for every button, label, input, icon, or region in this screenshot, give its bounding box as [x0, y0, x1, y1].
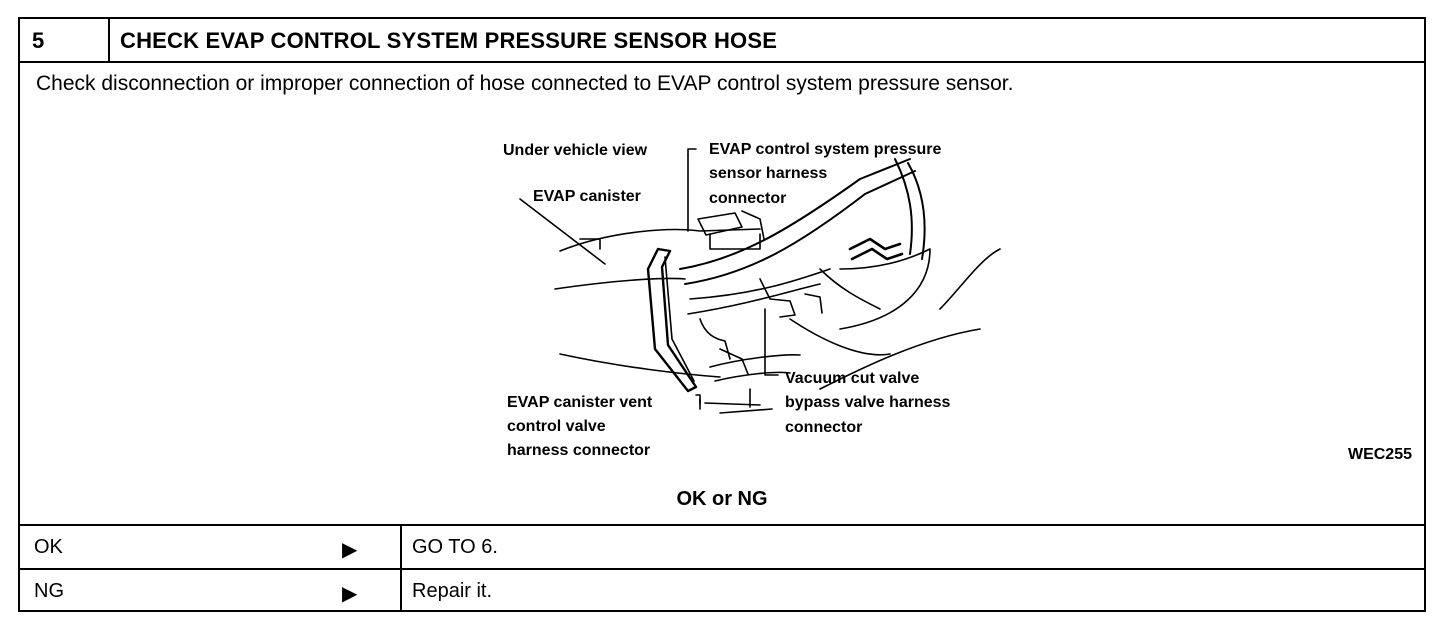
label-vent-line3: harness connector: [507, 442, 651, 459]
step-number: 5: [32, 28, 45, 53]
component-diagram: Under vehicle view EVAP control system p…: [460, 119, 1020, 469]
inspection-step-box: 5 CHECK EVAP CONTROL SYSTEM PRESSURE SEN…: [18, 17, 1426, 612]
instruction-text: Check disconnection or improper connecti…: [36, 72, 1014, 95]
arrow-right-icon: ▶: [342, 583, 358, 605]
result-condition: OK: [34, 536, 63, 558]
label-sensor-line3: connector: [709, 190, 787, 207]
result-action: Repair it.: [412, 580, 493, 602]
result-condition: NG: [34, 580, 64, 602]
result-action: GO TO 6.: [412, 536, 498, 558]
result-row-ng: NG ▶ Repair it.: [20, 568, 1424, 612]
evap-system-line-drawing: [519, 148, 1001, 414]
result-heading: OK or NG: [676, 488, 768, 510]
label-evap-canister: EVAP canister: [533, 188, 641, 205]
label-vacuum-line2: bypass valve harness: [785, 394, 951, 411]
label-vacuum-line3: connector: [785, 419, 863, 436]
arrow-right-icon: ▶: [342, 539, 358, 561]
label-sensor-line1: EVAP control system pressure: [709, 141, 942, 158]
label-vent-line2: control valve: [507, 418, 606, 435]
result-row-ok: OK ▶ GO TO 6.: [20, 524, 1424, 568]
label-sensor-line2: sensor harness: [709, 165, 828, 182]
step-title: CHECK EVAP CONTROL SYSTEM PRESSURE SENSO…: [120, 28, 778, 53]
label-vacuum-line1: Vacuum cut valve: [785, 370, 920, 387]
header-divider: [108, 19, 110, 61]
label-vent-line1: EVAP canister vent: [507, 394, 653, 411]
row-divider: [400, 570, 402, 612]
step-header: 5 CHECK EVAP CONTROL SYSTEM PRESSURE SEN…: [20, 19, 1424, 63]
figure-code: WEC255: [1347, 446, 1412, 463]
row-divider: [400, 526, 402, 568]
label-under-vehicle-view: Under vehicle view: [503, 142, 648, 159]
